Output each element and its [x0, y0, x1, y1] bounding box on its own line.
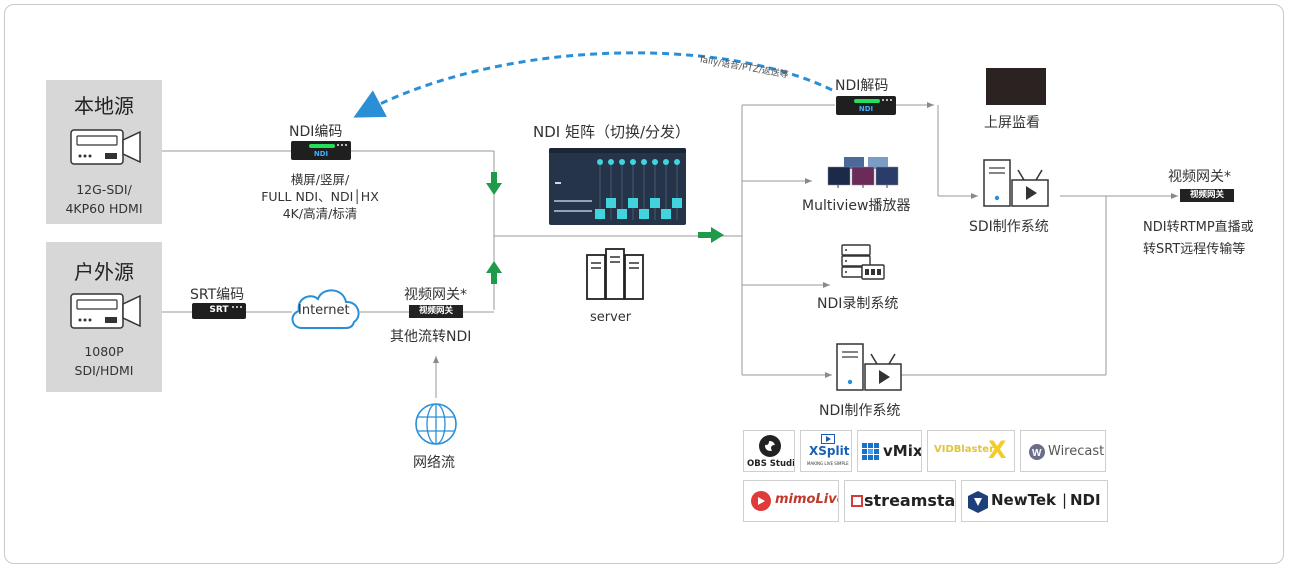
sdi-system-label: SDI制作系统 [969, 219, 1049, 235]
ndi-encoder-desc-2: FULL NDI、NDI│HX [261, 189, 379, 204]
server-icon [586, 248, 644, 300]
gateway-in-desc: 其他流转NDI [390, 329, 472, 345]
logo-mimolive: mimoLive [743, 480, 839, 522]
ndi-encoder-device-label: NDI [313, 150, 329, 158]
recorder-icon [841, 244, 885, 280]
ndi-matrix-panel [549, 148, 686, 225]
logo-xsplit: XSplit MAKING LIVE SIMPLE [800, 430, 852, 472]
gateway-in-title: 视频网关* [404, 287, 467, 303]
ndi-decoder-title: NDI解码 [835, 78, 889, 94]
ndi-decoder-device-label: NDI [858, 105, 874, 113]
matrix-title: NDI 矩阵（切换/分发） [533, 123, 691, 141]
ndi-encoder-desc-3: 4K/高清/标清 [282, 206, 358, 221]
outdoor-source-spec-2: SDI/HDMI [74, 363, 134, 378]
screen-label: 上屏监看 [984, 115, 1040, 131]
gateway-out-desc-2: 转SRT远程传输等 [1143, 242, 1246, 257]
camera-icon [70, 293, 141, 329]
gateway-out-title: 视频网关* [1168, 169, 1231, 185]
recorder-label: NDI录制系统 [817, 296, 899, 312]
logo-vidblaster: VIDBlaster X [927, 430, 1015, 472]
gateway-in-device: 视频网关 [409, 305, 463, 318]
production-system-icon [836, 343, 902, 391]
cloud-label: Internet [298, 303, 350, 318]
monitor-screen [986, 68, 1046, 105]
local-source-title: 本地源 [74, 94, 134, 118]
logo-streamstar: streamstar [844, 480, 956, 522]
multiview-label: Multiview播放器 [802, 198, 911, 214]
globe-icon [415, 403, 457, 445]
server-label: server [590, 310, 632, 325]
feedback-dashed-arrow [353, 51, 833, 118]
web-stream-label: 网络流 [413, 455, 455, 471]
srt-encoder-title: SRT编码 [190, 287, 245, 303]
local-source-spec-1: 12G-SDI/ [76, 182, 132, 197]
multiview-icon [827, 157, 899, 188]
diagram-frame [4, 4, 1284, 564]
cloud-icon [291, 289, 360, 329]
gateway-out-desc-1: NDI转RTMP直播或 [1143, 220, 1254, 235]
ndi-encoder-desc-1: 横屏/竖屏/ [290, 172, 350, 187]
ndi-encoder-device: NDI [291, 141, 351, 160]
gateway-out-device: 视频网关 [1180, 189, 1234, 202]
camera-icon [70, 129, 141, 165]
ndi-decoder-device: NDI [836, 96, 896, 115]
green-flow-arrows [486, 172, 724, 284]
outdoor-source-spec-1: 1080P [84, 344, 124, 359]
logo-vmix: vMix [857, 430, 922, 472]
local-source-spec-2: 4KP60 HDMI [65, 201, 143, 216]
svg-text:W: W [1032, 448, 1042, 459]
srt-encoder-device: SRT [192, 303, 246, 319]
ndi-encoder-title: NDI编码 [289, 124, 343, 140]
ndi-production-label: NDI制作系统 [819, 403, 901, 419]
outdoor-source-box: 户外源 1080P SDI/HDMI [46, 242, 162, 392]
local-source-box: 本地源 12G-SDI/ 4KP60 HDMI [46, 80, 162, 224]
production-system-icon [983, 159, 1049, 207]
srt-encoder-device-label: SRT [209, 305, 229, 315]
logo-newtek-ndi: NewTek | NDI [961, 480, 1108, 522]
outdoor-source-title: 户外源 [74, 260, 134, 284]
logo-obs-studio: OBS Studio [743, 430, 795, 472]
logo-wirecast: W Wirecast [1020, 430, 1106, 472]
